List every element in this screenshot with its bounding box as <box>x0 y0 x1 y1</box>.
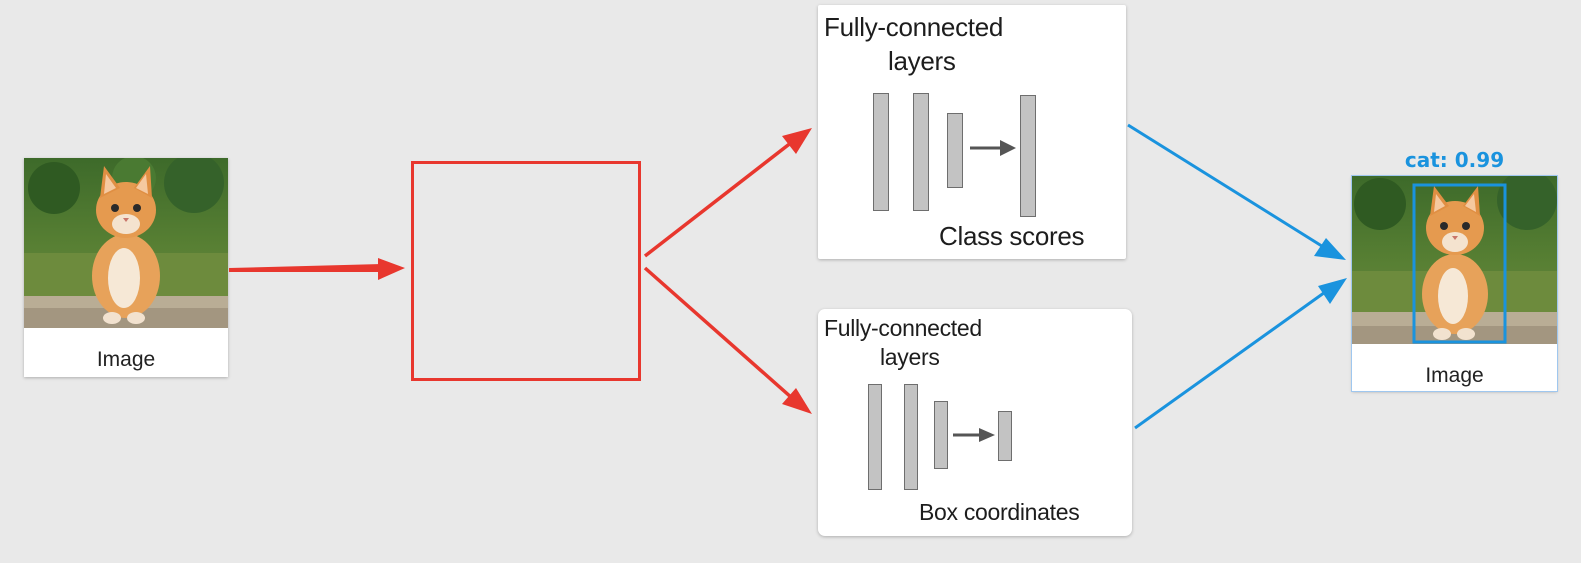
fc-layer-bar <box>934 401 948 469</box>
input-to-cnn-arrow <box>229 258 405 280</box>
class-to-output-arrow <box>1127 123 1346 260</box>
cnn-to-class-arrow <box>643 128 812 258</box>
fc-layer-bar <box>913 93 929 211</box>
box-to-output-arrow <box>1134 278 1347 430</box>
fc-layer-bar <box>947 113 963 188</box>
kitten-photo <box>24 153 228 328</box>
arrow-icon <box>953 428 995 442</box>
box-branch-title: Fully-connected <box>824 315 982 341</box>
class-scores-card: Fully-connected layers Class scores <box>818 5 1126 259</box>
arrow-icon <box>970 140 1016 156</box>
class-branch-title: Fully-connected <box>824 12 1004 42</box>
box-coordinates-card: Fully-connected layers Box coordinates <box>818 309 1132 536</box>
box-coordinates-caption: Box coordinates <box>919 499 1080 525</box>
input-image-card: Image <box>24 153 228 377</box>
fc-layer-bar <box>868 384 882 490</box>
bounding-box <box>1412 183 1507 344</box>
kitten-photo-with-bounding-box <box>1352 170 1557 344</box>
detection-score-label: cat: 0.99 <box>1404 148 1505 172</box>
class-scores-caption: Class scores <box>939 221 1085 251</box>
fc-layer-bar <box>904 384 918 490</box>
fc-layer-bar <box>873 93 889 211</box>
input-image-caption: Image <box>96 348 156 371</box>
box-branch-title-line2: layers <box>880 344 940 370</box>
output-image-card: Image <box>1351 170 1558 392</box>
output-image-caption: Image <box>1425 364 1484 387</box>
cnn-to-box-arrow <box>643 266 812 414</box>
class-branch-title-line2: layers <box>888 46 956 76</box>
fc-output-bar <box>998 411 1012 461</box>
cnn-backbone-box <box>411 161 641 381</box>
fc-output-bar <box>1020 95 1036 217</box>
